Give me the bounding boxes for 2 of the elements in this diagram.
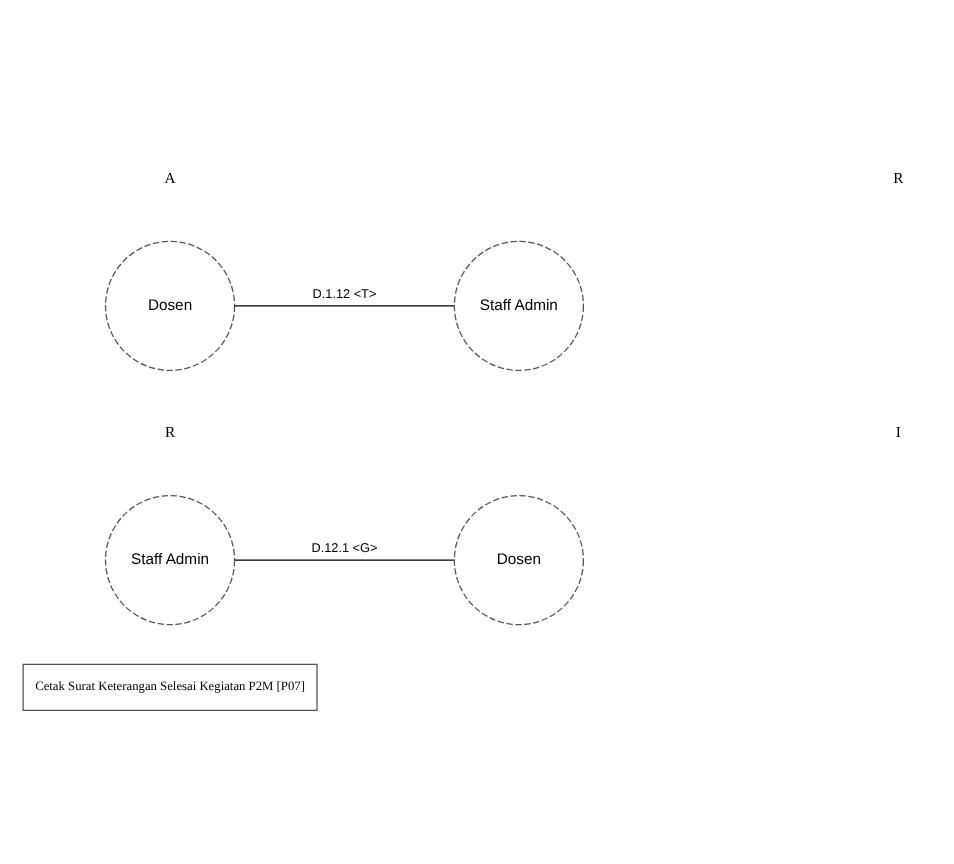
connector (233, 558, 454, 560)
connector (233, 304, 454, 306)
